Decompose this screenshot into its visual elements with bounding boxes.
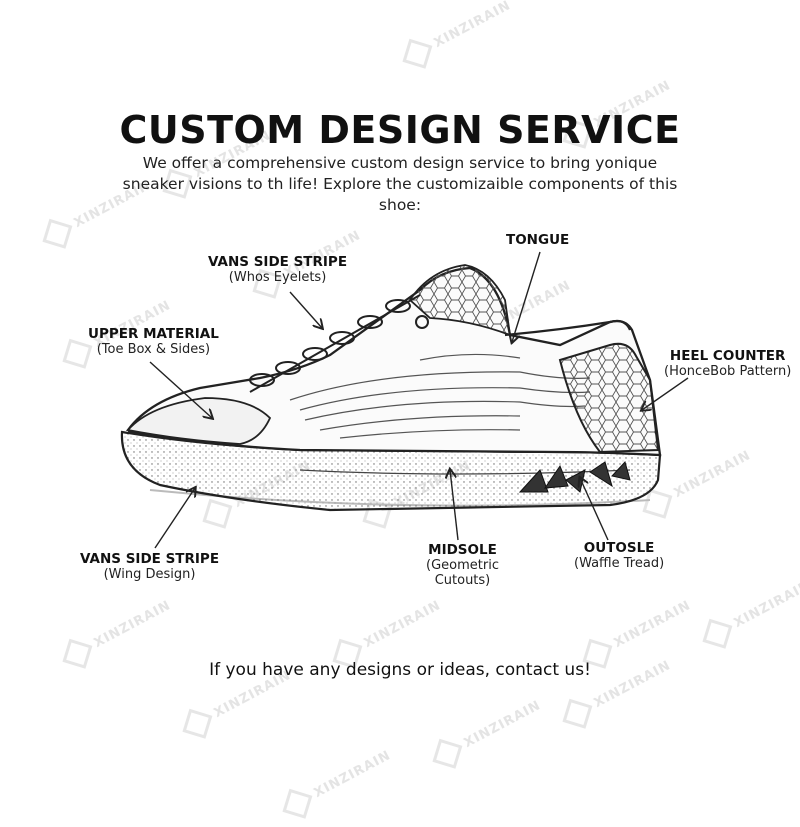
- label-vans-stripe-top: VANS SIDE STRIPE (Whos Eyelets): [208, 254, 347, 285]
- pointer-vans-bottom: [155, 488, 195, 548]
- sneaker-illustration: [0, 0, 800, 800]
- contact-footer: If you have any designs or ideas, contac…: [0, 660, 800, 680]
- pointer-tongue: [512, 252, 540, 342]
- label-midsole: MIDSOLE (Geometric Cutouts): [426, 542, 499, 588]
- label-upper-material: UPPER MATERIAL (Toe Box & Sides): [88, 326, 219, 357]
- pointer-vans-top: [290, 292, 322, 328]
- label-tongue: TONGUE: [506, 232, 569, 248]
- label-heel-counter: HEEL COUNTER (HonceBob Pattern): [664, 348, 791, 379]
- label-vans-stripe-bottom: VANS SIDE STRIPE (Wing Design): [80, 551, 219, 582]
- label-outsole: OUTOSLE (Waffle Tread): [574, 540, 664, 571]
